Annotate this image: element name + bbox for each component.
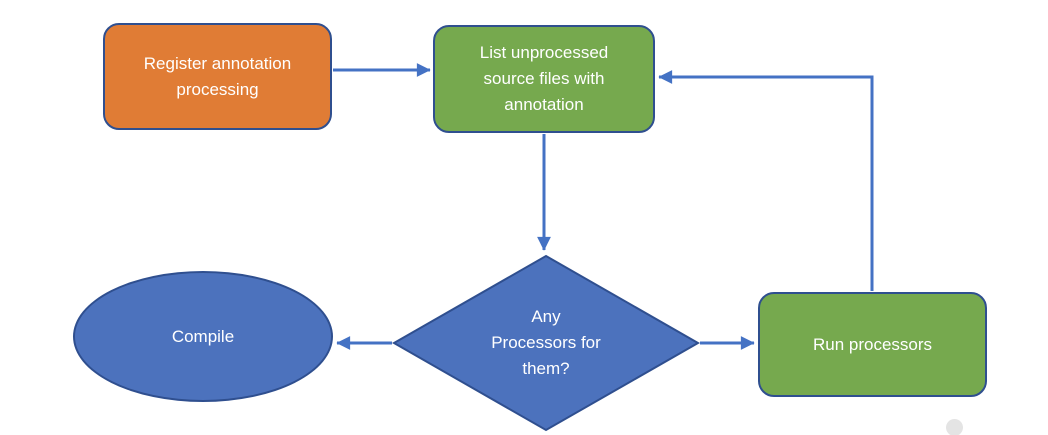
edge-run-to-list	[658, 70, 874, 291]
node-label: Compile	[171, 326, 235, 346]
watermark-dot	[946, 419, 963, 435]
label-line: processing	[176, 79, 259, 99]
node-decision-label: Any Processors for them?	[446, 304, 646, 382]
label-line: Processors for	[491, 333, 601, 352]
node-label: Run processors	[812, 334, 933, 354]
node-compile: Compile	[73, 271, 333, 402]
label-line: source files with	[483, 69, 605, 88]
label-line: them?	[522, 359, 570, 378]
label-line: List unprocessed	[479, 43, 609, 62]
node-label: List unprocessed source files with annot…	[480, 40, 609, 118]
label-line: Any	[531, 307, 561, 326]
node-register-annotation-processing: Register annotation processing	[103, 23, 332, 130]
node-run-processors: Run processors	[758, 292, 987, 397]
node-decision-diamond	[391, 254, 701, 432]
label-line: annotation	[504, 95, 584, 114]
node-label: Register annotation processing	[144, 51, 291, 103]
label-line: Register annotation	[143, 53, 292, 73]
node-list-unprocessed-source-files: List unprocessed source files with annot…	[433, 25, 655, 133]
